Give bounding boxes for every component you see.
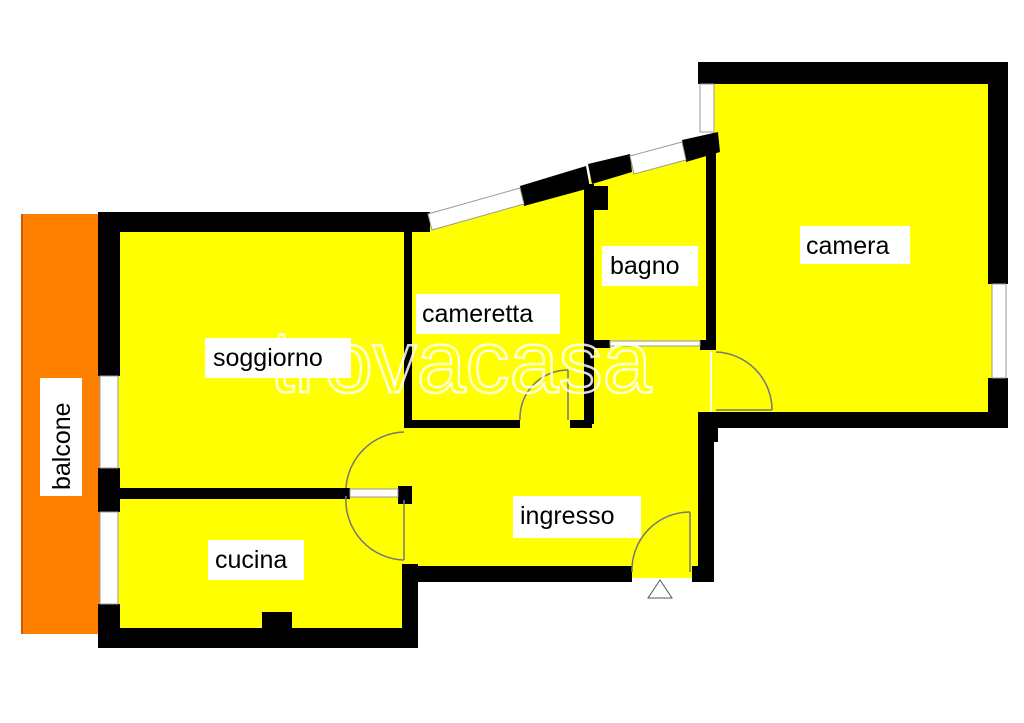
- label-cameretta: cameretta: [422, 300, 533, 328]
- camera-window-left: [699, 83, 715, 133]
- entrance-door-swing: [631, 511, 691, 573]
- bagno-window: [629, 141, 687, 175]
- walls: [98, 62, 1008, 648]
- label-soggiorno: soggiorno: [213, 344, 323, 372]
- label-balcone: balcone: [48, 402, 76, 490]
- cameretta-window: [427, 187, 525, 231]
- label-bagno: bagno: [610, 252, 680, 280]
- balcony-door-upper: [99, 375, 119, 469]
- balcony-door-lower: [99, 511, 119, 605]
- label-cucina: cucina: [215, 546, 287, 574]
- label-ingresso: ingresso: [520, 502, 615, 530]
- cameretta-door-swing: [519, 369, 569, 421]
- ingresso-area: [410, 350, 710, 578]
- cucina-opening: [349, 488, 399, 498]
- camera-window-right: [991, 283, 1007, 379]
- entrance-arrow-icon: [647, 579, 673, 599]
- camera-door-swing: [715, 351, 773, 411]
- soggiorno-door-swing: [345, 431, 405, 489]
- label-camera: camera: [806, 232, 889, 260]
- bagno-sliding-door: [609, 340, 701, 347]
- room-labels: soggiorno cameretta bagno camera ingress…: [40, 226, 910, 580]
- windows: [99, 83, 1007, 605]
- cucina-door-swing: [345, 495, 405, 561]
- door-swings: [345, 351, 773, 573]
